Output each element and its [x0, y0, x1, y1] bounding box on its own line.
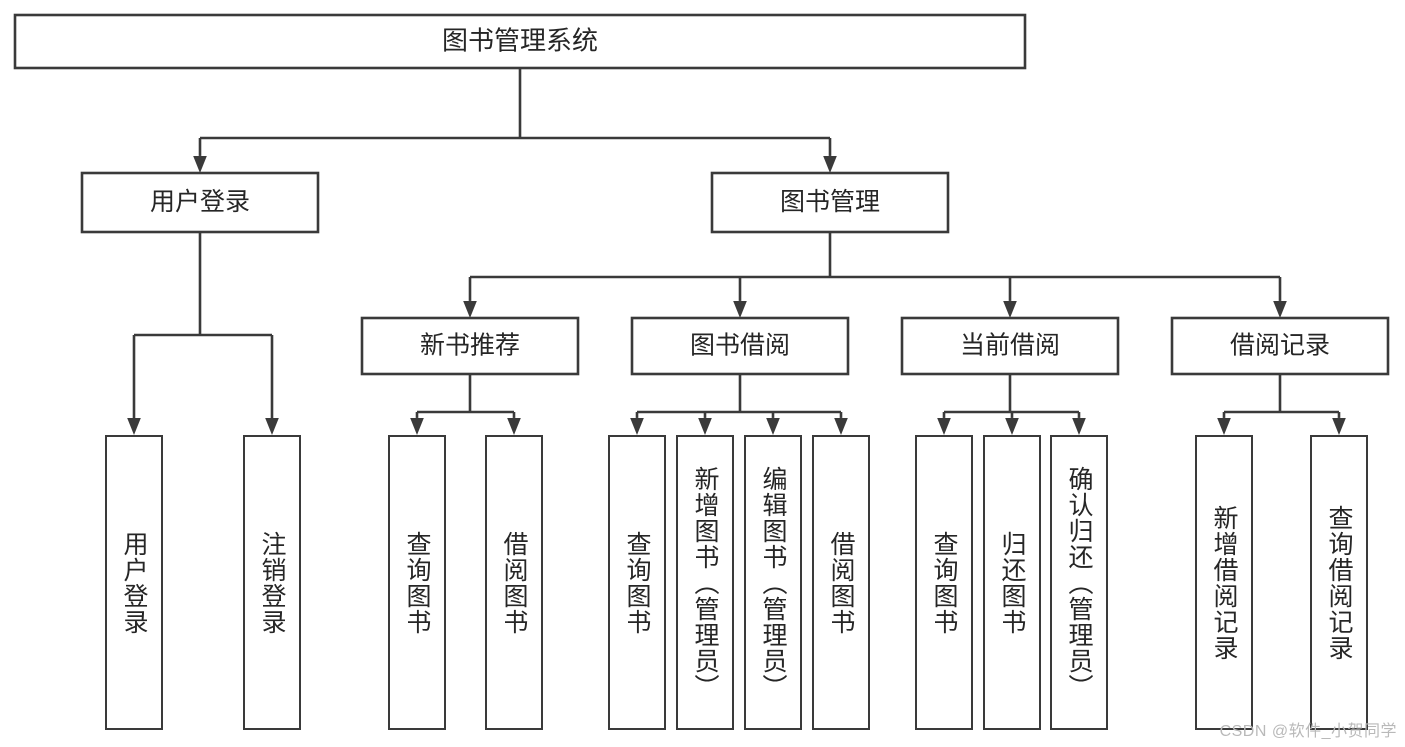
node-label-leaf-borrow-book-1: 借阅图书 — [500, 530, 528, 635]
node-label-root: 图书管理系统 — [442, 25, 598, 55]
arrow-head-icon — [698, 417, 712, 435]
node-borrow-record[interactable]: 借阅记录 — [1170, 316, 1390, 376]
node-label-current-borrow: 当前借阅 — [960, 332, 1060, 360]
node-label-user-login: 用户登录 — [150, 188, 250, 216]
connector-layer — [127, 68, 1346, 435]
node-leaf-return-book[interactable]: 归还图书 — [983, 435, 1041, 730]
node-new-book-rec[interactable]: 新书推荐 — [360, 316, 580, 376]
node-label-leaf-borrow-book-2: 借阅图书 — [827, 530, 855, 635]
node-box-book-manage — [710, 171, 950, 234]
arrow-head-icon — [1005, 417, 1019, 435]
node-box-root — [13, 13, 1027, 70]
node-leaf-logout[interactable]: 注销登录 — [243, 435, 301, 730]
node-box-borrow-record — [1170, 316, 1390, 376]
node-label-leaf-add-book: 新增图书（管理员） — [691, 465, 719, 700]
node-book-manage[interactable]: 图书管理 — [710, 171, 950, 234]
arrow-head-icon — [733, 300, 747, 318]
node-box-current-borrow — [900, 316, 1120, 376]
node-leaf-query-book-3[interactable]: 查询图书 — [915, 435, 973, 730]
arrow-head-icon — [507, 417, 521, 435]
arrow-head-icon — [463, 300, 477, 318]
node-label-book-manage: 图书管理 — [780, 188, 880, 216]
node-leaf-borrow-book-2[interactable]: 借阅图书 — [812, 435, 870, 730]
node-label-borrow-record: 借阅记录 — [1230, 332, 1330, 360]
arrow-head-icon — [1003, 300, 1017, 318]
node-current-borrow[interactable]: 当前借阅 — [900, 316, 1120, 376]
arrow-head-icon — [823, 155, 837, 173]
arrow-head-icon — [1332, 417, 1346, 435]
arrow-head-icon — [766, 417, 780, 435]
arrow-head-icon — [834, 417, 848, 435]
node-box-new-book-rec — [360, 316, 580, 376]
arrow-head-icon — [410, 417, 424, 435]
arrow-head-icon — [1072, 417, 1086, 435]
node-leaf-add-record[interactable]: 新增借阅记录 — [1195, 435, 1253, 730]
node-box-book-borrow — [630, 316, 850, 376]
node-leaf-query-record[interactable]: 查询借阅记录 — [1310, 435, 1368, 730]
arrow-head-icon — [937, 417, 951, 435]
node-label-new-book-rec: 新书推荐 — [420, 332, 520, 360]
node-box-user-login — [80, 171, 320, 234]
node-label-leaf-confirm-return: 确认归还（管理员） — [1065, 465, 1093, 700]
arrow-head-icon — [127, 417, 141, 435]
node-leaf-query-book-1[interactable]: 查询图书 — [388, 435, 446, 730]
node-leaf-query-book-2[interactable]: 查询图书 — [608, 435, 666, 730]
node-label-book-borrow: 图书借阅 — [690, 332, 790, 360]
node-label-leaf-query-book-3: 查询图书 — [930, 530, 958, 635]
arrow-head-icon — [193, 155, 207, 173]
node-leaf-add-book[interactable]: 新增图书（管理员） — [676, 435, 734, 730]
node-label-leaf-user-login: 用户登录 — [120, 530, 148, 635]
node-label-leaf-query-record: 查询借阅记录 — [1325, 504, 1353, 661]
arrow-head-icon — [1217, 417, 1231, 435]
node-leaf-edit-book[interactable]: 编辑图书（管理员） — [744, 435, 802, 730]
node-label-leaf-query-book-1: 查询图书 — [403, 530, 431, 635]
node-leaf-confirm-return[interactable]: 确认归还（管理员） — [1050, 435, 1108, 730]
node-leaf-user-login[interactable]: 用户登录 — [105, 435, 163, 730]
node-label-leaf-logout: 注销登录 — [258, 530, 286, 635]
arrow-head-icon — [1273, 300, 1287, 318]
node-user-login[interactable]: 用户登录 — [80, 171, 320, 234]
node-leaf-borrow-book-1[interactable]: 借阅图书 — [485, 435, 543, 730]
node-label-leaf-query-book-2: 查询图书 — [623, 530, 651, 635]
node-label-leaf-return-book: 归还图书 — [998, 530, 1026, 635]
node-label-leaf-edit-book: 编辑图书（管理员） — [759, 465, 787, 700]
node-book-borrow[interactable]: 图书借阅 — [630, 316, 850, 376]
arrow-head-icon — [265, 417, 279, 435]
arrow-head-icon — [630, 417, 644, 435]
node-label-leaf-add-record: 新增借阅记录 — [1210, 504, 1238, 661]
node-root[interactable]: 图书管理系统 — [13, 13, 1027, 70]
